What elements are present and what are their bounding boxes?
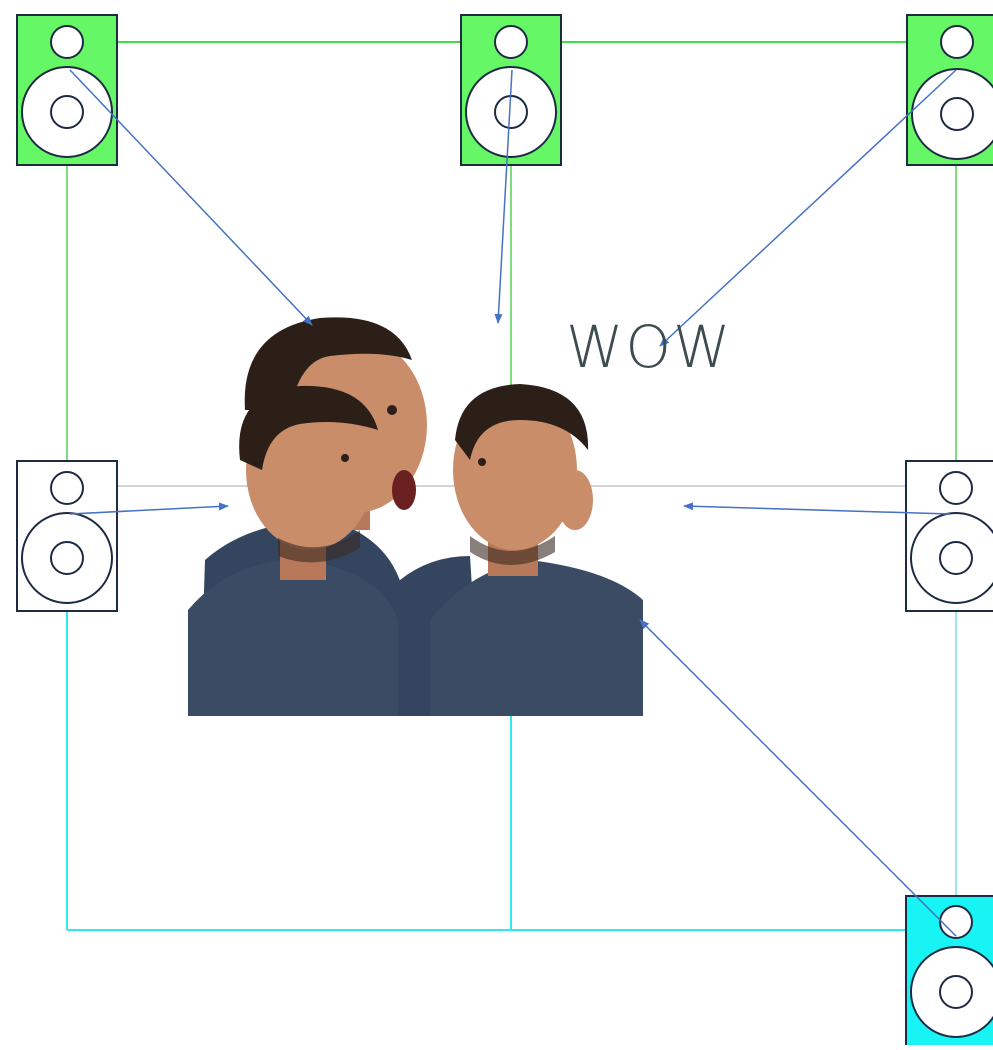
sound-arrows	[69, 69, 957, 937]
people-collage	[188, 317, 643, 716]
tweeter-icon	[940, 25, 974, 59]
wow-caption: WOW	[566, 313, 733, 381]
arrow-front-right	[659, 69, 957, 347]
speaker-front-left	[16, 14, 118, 166]
arrow-front-center	[494, 69, 513, 324]
tweeter-icon	[939, 905, 973, 939]
speaker-front-right	[906, 14, 993, 166]
tweeter-icon	[494, 25, 528, 59]
arrow-rear-right	[639, 619, 957, 937]
arrow-side-left	[69, 502, 229, 515]
speaker-rear-right	[905, 895, 993, 1047]
tweeter-icon	[939, 471, 973, 505]
arrow-side-right	[683, 502, 951, 515]
speaker-side-right	[905, 460, 993, 612]
speaker-side-left	[16, 460, 118, 612]
arrow-front-left	[69, 69, 313, 326]
speaker-front-center	[460, 14, 562, 166]
man-frowning-right	[430, 384, 643, 716]
tweeter-icon	[50, 471, 84, 505]
tweeter-icon	[50, 25, 84, 59]
man-frowning-left	[188, 385, 398, 716]
